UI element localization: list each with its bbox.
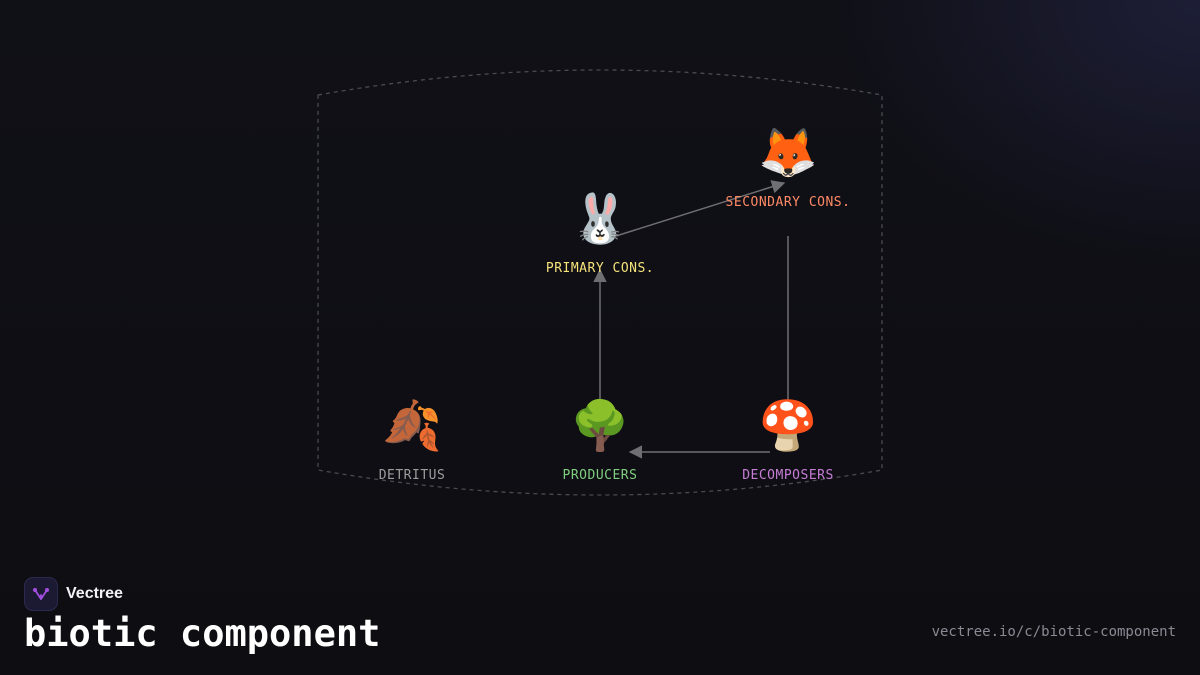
node-label-producers: PRODUCERS <box>562 468 638 483</box>
node-label-secondary-consumers: SECONDARY CONS. <box>725 195 851 210</box>
edge-primary-to-secondary <box>615 180 786 237</box>
fox-icon: 🦊 <box>758 125 818 181</box>
brand[interactable]: Vectree <box>24 577 123 611</box>
page-title: biotic component <box>24 612 381 655</box>
fallen-leaves-icon: 🍂 <box>382 398 442 454</box>
brand-name: Vectree <box>66 585 123 602</box>
node-label-primary-consumers: PRIMARY CONS. <box>545 261 655 276</box>
node-label-decomposers: DECOMPOSERS <box>742 468 834 483</box>
mushroom-icon: 🍄 <box>758 398 818 454</box>
tree-icon: 🌳 <box>570 398 630 454</box>
node-label-detritus: DETRITUS <box>378 468 446 483</box>
vectree-logo-icon <box>24 577 58 611</box>
rabbit-icon: 🐰 <box>570 191 630 247</box>
page-url-link[interactable]: vectree.io/c/biotic-component <box>931 624 1176 640</box>
